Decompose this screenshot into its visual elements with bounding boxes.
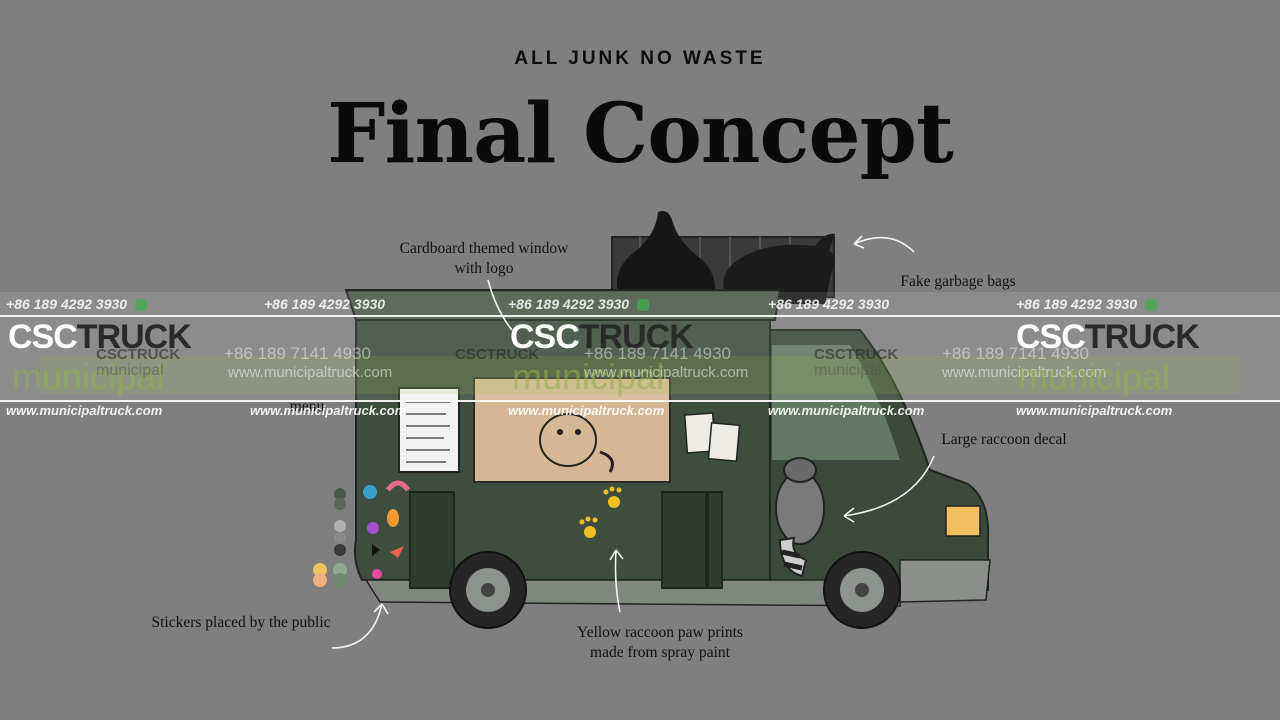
watermark-small-logo-3: CSCTRUCK (814, 346, 899, 363)
arrow-paws (609, 549, 624, 613)
watermark-url-4: www.municipaltruck.com (768, 403, 925, 418)
watermark-small-logo-2: CSCTRUCK (455, 346, 540, 363)
watermark-line-bottom (0, 400, 1280, 402)
watermark-logo-3: CSCTRUCK (1016, 318, 1200, 356)
truck-roof (344, 289, 782, 321)
arrow-stickers (331, 603, 389, 649)
arrow-raccoon (843, 455, 935, 523)
rear-wheel (449, 551, 527, 629)
cardboard-window (473, 377, 671, 483)
cab-window (772, 345, 900, 460)
front-wheel (823, 551, 901, 629)
watermark-brand-3: municipal (1018, 356, 1171, 397)
watermark-phone-alt-1: +86 189 7141 4930 (224, 344, 372, 363)
watermark-green-strip (40, 356, 1240, 394)
watermark-phone-alt-2: +86 189 7141 4930 (584, 344, 732, 363)
arrow-garbage (853, 235, 915, 253)
bumper (899, 559, 991, 603)
paw-prints (579, 486, 622, 538)
watermark-url-faint-3: www.municipaltruck.com (942, 364, 1107, 381)
whatsapp-icon (637, 299, 650, 312)
watermark-url-3: www.municipaltruck.com (508, 403, 665, 418)
watermark-phone-3: +86 189 4292 3930 (508, 296, 650, 312)
watermark-small-brand-1: municipal (96, 362, 164, 379)
whatsapp-icon (135, 299, 148, 312)
annotation-stickers: Stickers placed by the public (151, 614, 331, 631)
raccoon-decal (775, 457, 825, 578)
headlight (945, 505, 981, 537)
watermark-url-faint-2: www.municipaltruck.com (584, 364, 749, 381)
annotation-paws-line1: Yellow raccoon paw prints (577, 624, 743, 641)
watermark-url-5: www.municipaltruck.com (1016, 403, 1173, 418)
annotation-window: Cardboard themed window with logo (382, 239, 586, 279)
watermark-url-1: www.municipaltruck.com (6, 403, 163, 418)
watermark-phone-alt-3: +86 189 7141 4930 (942, 344, 1090, 363)
watermark-phone-4: +86 189 4292 3930 (768, 296, 890, 312)
stickers (363, 480, 411, 579)
watermark-small-logo-1: CSCTRUCK (96, 346, 181, 363)
whatsapp-icon (1145, 299, 1158, 312)
watermark-small-brand-2: municipal (814, 362, 882, 379)
watermark-logo-2: CSCTRUCK (510, 318, 694, 356)
watermark-brand-2: municipal (512, 356, 665, 397)
watermark-logo-1: CSCTRUCK (8, 318, 192, 356)
annotation-window-line2: with logo (454, 260, 514, 277)
subtitle: ALL JUNK NO WASTE (514, 48, 766, 69)
watermark-line-top (0, 315, 1280, 317)
arrow-window (487, 279, 513, 331)
annotation-paws: Yellow raccoon paw prints made from spra… (556, 623, 764, 663)
watermark-url-2: www.municipaltruck.com (250, 403, 407, 418)
annotation-raccoon: Large raccoon decal (941, 431, 1067, 448)
garbage-bag-right (723, 233, 835, 304)
watermark-phone-1: +86 189 4292 3930 (6, 296, 148, 312)
annotation-window-line1: Cardboard themed window (399, 240, 569, 257)
annotation-paws-line2: made from spray paint (590, 644, 730, 661)
watermark-brand-1: municipal (12, 356, 165, 397)
annotation-menu: menu (289, 398, 325, 415)
watermark-phone-5: +86 189 4292 3930 (1016, 296, 1158, 312)
page-title: Final Concept (327, 86, 954, 182)
watermark-phone-2: +86 189 4292 3930 (264, 296, 386, 312)
garbage-bag-left (616, 211, 716, 304)
annotation-garbage: Fake garbage bags (900, 273, 1016, 290)
color-swatches (313, 488, 347, 587)
watermark-url-faint-1: www.municipaltruck.com (228, 364, 393, 381)
